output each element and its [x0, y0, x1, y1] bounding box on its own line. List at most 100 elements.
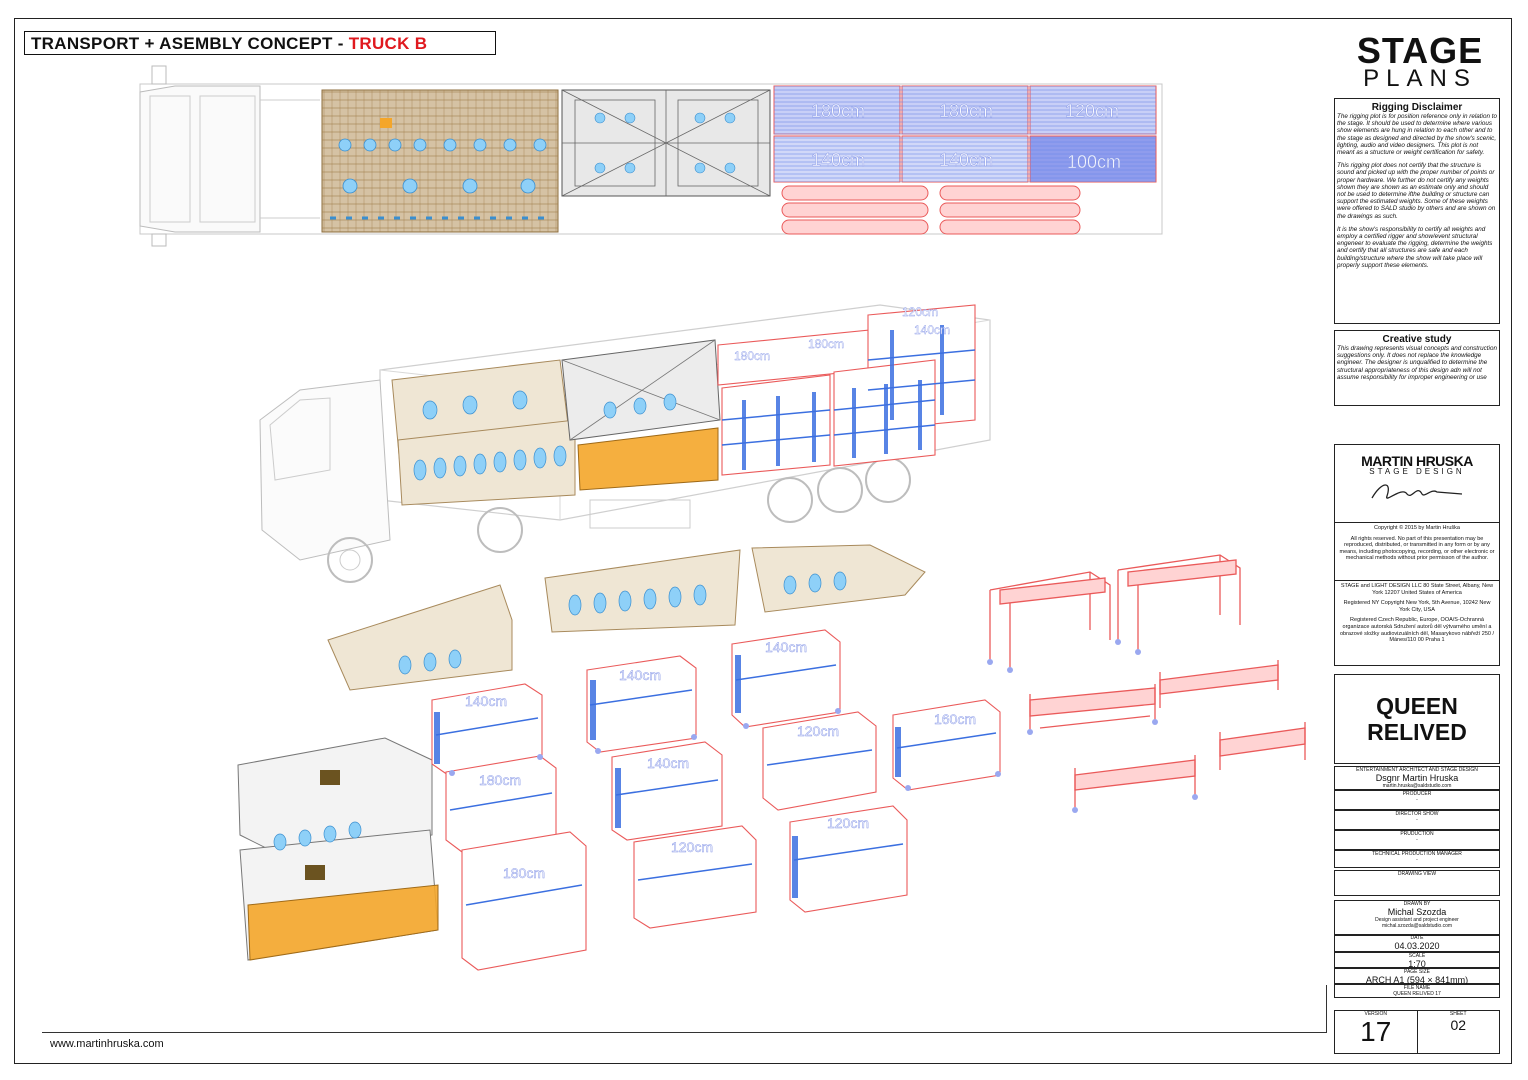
producer-row: PRODUCER -: [1334, 790, 1500, 810]
version-label: VERSION: [1364, 1011, 1387, 1017]
rigging-p1: The rigging plot is for position referen…: [1337, 113, 1497, 157]
production-row: PRUDUCTION -: [1334, 830, 1500, 850]
case-label: 180cm: [939, 101, 993, 121]
creative-heading: Creative study: [1382, 334, 1452, 345]
case-label: 180cm: [808, 337, 844, 351]
seating-modules: [237, 544, 926, 961]
creative-study: Creative study This drawing represents v…: [1334, 330, 1500, 406]
sheet-cell: SHEET 02: [1416, 1011, 1500, 1053]
date-row: DATE 04.03.2020: [1334, 934, 1500, 952]
tpm-value: -: [1416, 857, 1418, 863]
designer-logo-name: MARTIN HRUSKA: [1361, 453, 1473, 469]
footer-divider: [42, 1032, 1326, 1033]
registered-ny: Registered NY Copyright New York, 5th Av…: [1343, 600, 1491, 613]
director-row: DIRECTOR SHOW -: [1334, 810, 1500, 830]
case-label: 140cm: [914, 323, 950, 337]
designer-copyright-panel: MARTIN HRUSKA STAGE DESIGN Copyright © 2…: [1334, 444, 1500, 666]
file-name-label: FILE NAME: [1403, 985, 1431, 991]
company-address: STAGE and LIGHT DESIGN LLC 80 State Stre…: [1340, 583, 1494, 596]
scale-value: 1:70: [1408, 959, 1426, 969]
page-size-row: PAGE SIZE ARCH A1 (594 × 841mm): [1334, 968, 1500, 985]
registered-cz: Registered Czech Republic, Europe, OOA/S…: [1339, 617, 1495, 644]
date-label: DATE: [1410, 935, 1424, 941]
drawn-by-name: Michal Szozda: [1387, 907, 1447, 917]
stage-plans-logo: STAGE PLANS: [1340, 30, 1500, 92]
date-value: 04.03.2020: [1394, 941, 1440, 951]
page-size-value: ARCH A1 (594 × 841mm): [1365, 975, 1469, 985]
case-label: 180cm: [479, 772, 521, 788]
rigging-heading: Rigging Disclaimer: [1371, 102, 1463, 113]
title-main: TRANSPORT + ASEMBLY CONCEPT -: [31, 34, 349, 53]
producer-value: -: [1416, 797, 1418, 803]
director-value: -: [1416, 817, 1418, 823]
tpm-row: TECHNICAL PRODUCTION MANAGER -: [1334, 850, 1500, 868]
designer-email: martin.hruska@saldstudio.com: [1382, 783, 1452, 789]
production-value: -: [1416, 837, 1418, 843]
project-title: QUEEN RELIVED: [1334, 674, 1500, 764]
case-label: 140cm: [939, 150, 993, 170]
logo-line1: STAGE: [1356, 30, 1484, 71]
drawn-by-row: DRAWN BY Michal Szozda Design assistant …: [1334, 900, 1500, 936]
case-label: 120cm: [827, 815, 869, 831]
drawn-by-label: DRAWN BY: [1403, 901, 1431, 907]
scale-row: SCALE 1:70: [1334, 952, 1500, 969]
case-label: 100cm: [1067, 152, 1121, 172]
ea-label: ENTERTAINMENT ARCHITECT AND STAGE DESIGN: [1356, 767, 1478, 773]
rigging-p3: It is the show's responsibility to certi…: [1337, 225, 1493, 269]
producer-label: PRODUCER: [1402, 791, 1432, 797]
copyright-block: Copyright © 2015 by Martin Hruška All ri…: [1335, 523, 1499, 581]
project-line1: QUEEN: [1376, 693, 1458, 719]
director-label: DIRECTOR SHOW: [1395, 811, 1439, 817]
case-label: 140cm: [647, 755, 689, 771]
page-size-label: PAGE SIZE: [1403, 969, 1431, 975]
version-number: 17: [1360, 1016, 1392, 1047]
designer-logo-sub: STAGE DESIGN: [1369, 467, 1465, 476]
truck-top-view: 180cm 180cm 120cm 140cm 140cm 100cm: [139, 65, 1163, 247]
drawing-view-row: DRAWING VIEW: [1334, 870, 1500, 896]
side-divider: [1326, 985, 1327, 1033]
case-label: 140cm: [765, 639, 807, 655]
designer-name: Dsgnr Martin Hruska: [1375, 773, 1459, 783]
registration-block: STAGE and LIGHT DESIGN LLC 80 State Stre…: [1335, 581, 1499, 646]
case-label: 180cm: [734, 349, 770, 363]
case-label: 180cm: [503, 865, 545, 881]
case-label: 180cm: [811, 101, 865, 121]
drawn-by-email: michal.szozda@saldstudio.com: [1381, 923, 1453, 929]
file-name-row: FILE NAME QUEEN RELIVED 17: [1334, 984, 1500, 998]
case-label: 120cm: [797, 723, 839, 739]
sheet-border: [14, 18, 1512, 1064]
case-label: 120cm: [671, 839, 713, 855]
designer-row: ENTERTAINMENT ARCHITECT AND STAGE DESIGN…: [1334, 766, 1500, 790]
rigging-disclaimer: Rigging Disclaimer The rigging plot is f…: [1334, 98, 1500, 324]
case-label: 120cm: [902, 305, 938, 319]
project-line2: RELIVED: [1367, 719, 1467, 745]
truss-frames: [987, 554, 1306, 813]
logo-line2: PLANS: [1363, 65, 1477, 92]
version-sheet-box: VERSION 17 SHEET 02: [1334, 1010, 1500, 1054]
truck-iso-view: 120cm 140cm 180cm 180cm: [259, 304, 991, 583]
rigging-p2: This rigging plot does not certify that …: [1337, 162, 1496, 220]
drawing-view-label: DRAWING VIEW: [1397, 871, 1437, 877]
title-accent: TRUCK B: [348, 34, 428, 53]
case-label: 140cm: [811, 150, 865, 170]
case-label: 120cm: [1065, 101, 1119, 121]
copyright-line2: All rights reserved. No part of this pre…: [1339, 535, 1495, 562]
truck-drawing: 180cm 180cm 120cm 140cm 140cm 100cm: [139, 65, 1306, 971]
sheet-label: SHEET: [1449, 1011, 1467, 1017]
drawn-by-role: Design assistant and project engineer: [1375, 917, 1459, 923]
case-label: 140cm: [465, 693, 507, 709]
website-url[interactable]: www.martinhruska.com: [50, 1038, 164, 1050]
case-label: 160cm: [934, 711, 976, 727]
version-cell: VERSION 17: [1335, 1011, 1417, 1053]
tpm-label: TECHNICAL PRODUCTION MANAGER: [1372, 851, 1462, 857]
signature-image: [1371, 484, 1463, 499]
production-label: PRUDUCTION: [1400, 831, 1434, 837]
sheet-number: 02: [1450, 1017, 1467, 1033]
file-name-value: QUEEN RELIVED 17: [1393, 991, 1441, 997]
page-title: TRANSPORT + ASEMBLY CONCEPT - TRUCK B: [24, 31, 496, 55]
scale-label: SCALE: [1408, 953, 1426, 959]
case-label: 140cm: [619, 667, 661, 683]
designer-logo: MARTIN HRUSKA STAGE DESIGN: [1335, 445, 1499, 523]
road-cases: 140cm 140cm 140cm 180cm 180cm 120cm 140c…: [431, 629, 1001, 971]
creative-p1: This drawing represents visual concepts …: [1337, 345, 1497, 381]
